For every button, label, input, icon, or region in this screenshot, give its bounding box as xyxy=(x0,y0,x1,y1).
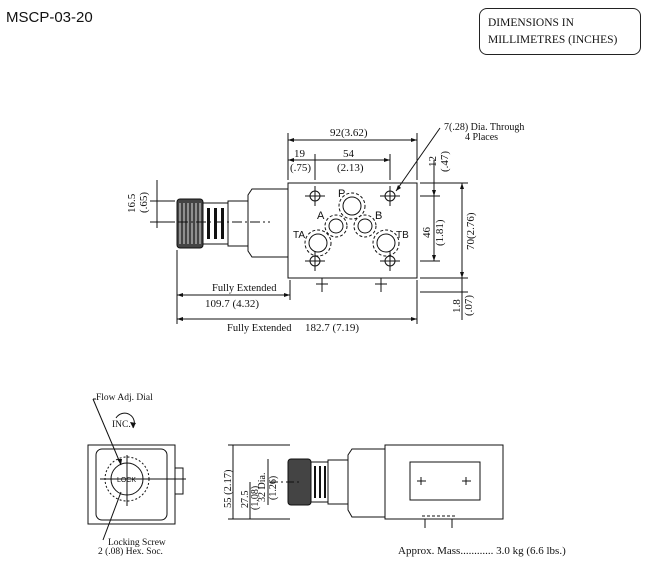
port-a xyxy=(328,218,344,234)
fully-extended-label-2: Fully Extended xyxy=(227,323,292,334)
arrowheads xyxy=(177,138,464,321)
approx-mass: Approx. Mass............ 3.0 kg (6.6 lbs… xyxy=(398,545,566,557)
units-note-line1: DIMENSIONS IN xyxy=(488,17,574,29)
units-note-box: DIMENSIONS IN MILLIMETRES (INCHES) xyxy=(479,8,641,55)
dim-54: 54 xyxy=(343,148,355,160)
dim-275-in: (1.08) xyxy=(250,486,261,510)
lock-label: LOCK xyxy=(117,477,136,484)
adjust-knob xyxy=(176,198,204,249)
port-b-label: B xyxy=(375,210,382,222)
port-tb-label: TB xyxy=(396,230,409,241)
units-note-line2: MILLIMETRES (INCHES) xyxy=(488,34,618,46)
hole-note-2: 4 Places xyxy=(465,132,498,143)
dim-46-in: (1.81) xyxy=(434,219,446,246)
dim-165: 16.5 xyxy=(126,193,138,213)
dim-12: 12 xyxy=(427,156,439,167)
port-tb xyxy=(376,233,396,253)
lock-nut xyxy=(202,202,229,245)
dim-275: 27.5 xyxy=(240,491,251,509)
port-p-label: P xyxy=(338,188,345,200)
dim-70: 70(2.76) xyxy=(465,212,477,250)
dim-32-in: (1.26) xyxy=(268,476,279,500)
dim-1097: 109.7 (4.32) xyxy=(205,298,259,310)
port-b xyxy=(357,218,373,234)
dim-32: 32 Dia. xyxy=(257,473,268,502)
top-view xyxy=(150,127,468,324)
dim-92: 92(3.62) xyxy=(330,127,368,139)
valve-body xyxy=(287,182,418,279)
flow-adj-dial-label: Flow Adj. Dial xyxy=(96,393,153,403)
side-view xyxy=(228,444,504,528)
dim-46: 46 xyxy=(421,227,433,239)
locking-screw-label-2: 2 (.08) Hex. Soc. xyxy=(98,546,163,557)
port-p xyxy=(342,196,362,216)
dim-1827: 182.7 (7.19) xyxy=(305,322,359,334)
adapter-block xyxy=(247,188,288,258)
port-ta xyxy=(308,233,328,253)
fully-extended-label-1: Fully Extended xyxy=(212,283,277,294)
dim-165-in: (.65) xyxy=(138,192,150,213)
port-ta-label: TA xyxy=(293,230,305,241)
stem xyxy=(227,200,249,247)
hole-note-1: 7(.28) Dia. Through xyxy=(444,122,524,133)
dim-19-in: (.75) xyxy=(290,162,311,174)
dim-18: 1.8 xyxy=(451,299,463,313)
inc-label: INC. xyxy=(112,420,131,430)
dim-54-in: (2.13) xyxy=(337,162,364,174)
dim-19: 19 xyxy=(294,148,306,160)
dim-12-in: (.47) xyxy=(439,151,451,172)
end-view xyxy=(87,398,186,541)
dim-55: 55 (2.17) xyxy=(223,469,234,508)
port-a-label: A xyxy=(317,210,325,222)
model-title: MSCP-03-20 xyxy=(6,9,93,26)
locking-screw-label-1: Locking Screw xyxy=(108,538,166,548)
dim-18-in: (.07) xyxy=(463,295,475,316)
